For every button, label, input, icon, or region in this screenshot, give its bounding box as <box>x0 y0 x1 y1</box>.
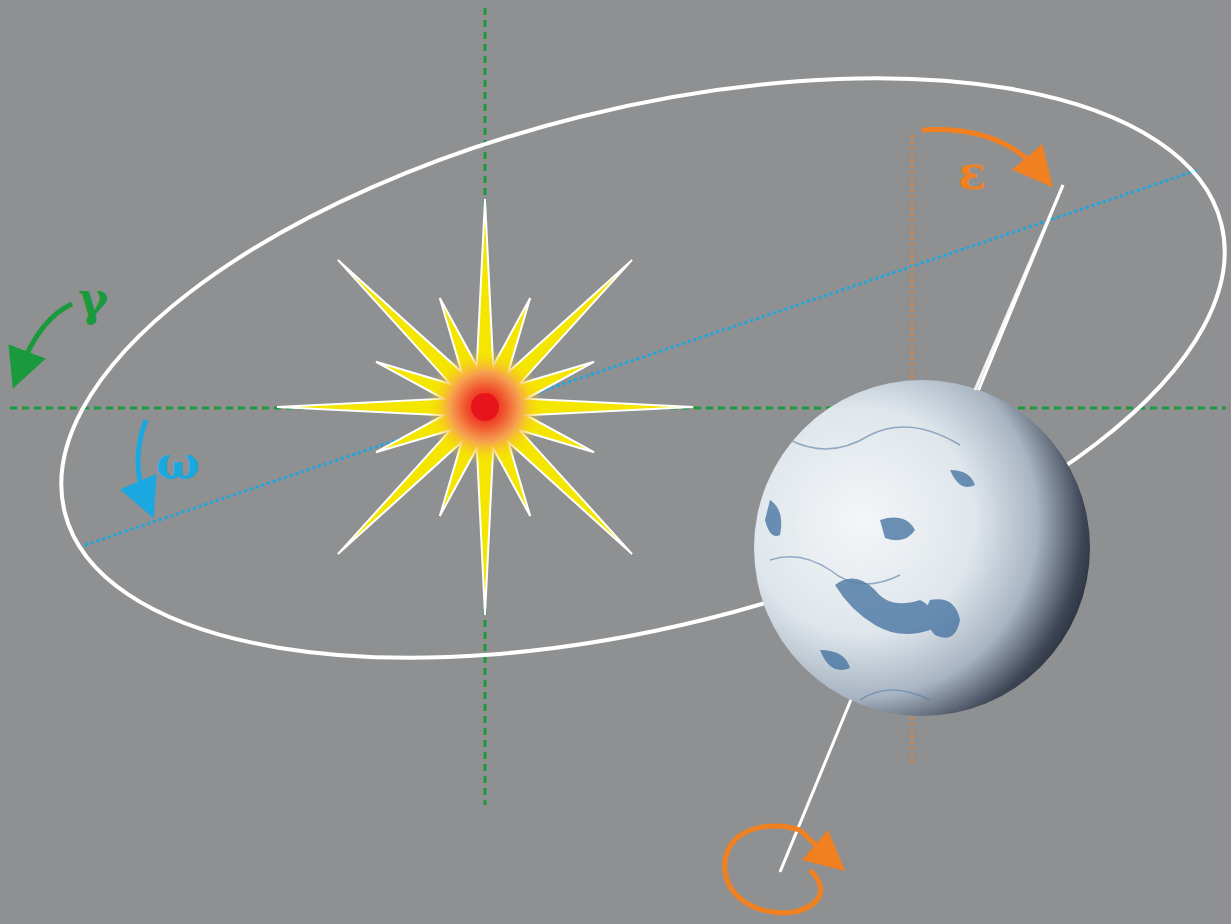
snowball-earth <box>754 380 1090 716</box>
precession-symbol: γ <box>78 276 108 322</box>
sun <box>277 199 693 615</box>
obliquity-symbol: ε <box>958 150 986 196</box>
eccentricity-symbol: ω <box>156 440 200 486</box>
